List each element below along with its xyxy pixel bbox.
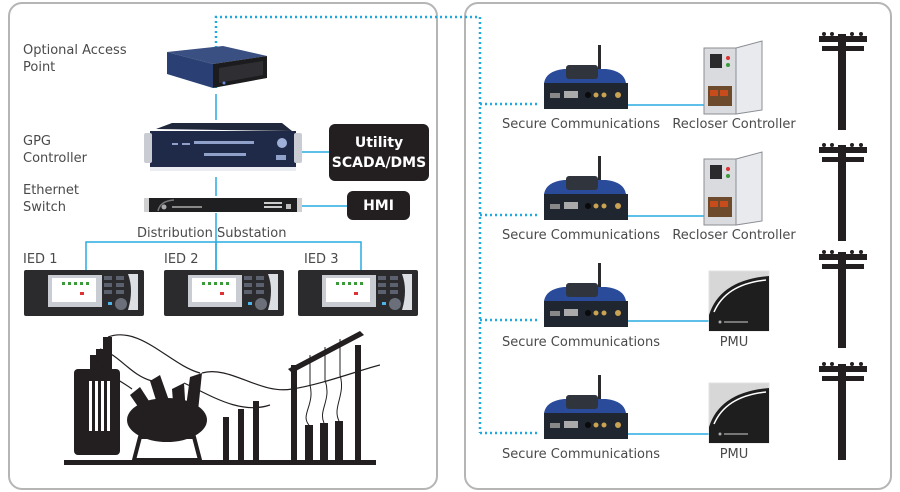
access-point-label: Optional Access Point xyxy=(23,42,127,76)
network-switch-icon xyxy=(144,198,302,212)
wireless-router-icon xyxy=(544,263,628,327)
substation-silhouette-icon xyxy=(64,331,380,465)
utility-pole-icon xyxy=(819,32,867,130)
protection-relay-icon xyxy=(164,270,284,320)
protection-relay-icon xyxy=(24,270,144,320)
access-point-label-line2: Point xyxy=(23,60,56,75)
utility-pole-icon xyxy=(819,143,867,241)
utility-pole-icon xyxy=(819,362,867,460)
rack-controller-icon xyxy=(144,123,302,171)
ethernet-switch-label: Ethernet Switch xyxy=(23,182,79,216)
access-point-label-line1: Optional Access xyxy=(23,43,127,58)
gpg-label-line2: Controller xyxy=(23,151,87,166)
ied-3-label: IED 3 xyxy=(304,252,339,267)
secure-communications-label: Secure Communications xyxy=(501,447,661,462)
protection-relay-icon xyxy=(298,270,418,320)
recloser-cabinet-icon xyxy=(703,151,763,226)
hmi-box: HMI xyxy=(347,191,410,220)
ied-1-label: IED 1 xyxy=(23,252,58,267)
distribution-substation-label: Distribution Substation xyxy=(137,226,287,241)
secure-communications-label: Secure Communications xyxy=(501,228,661,243)
switch-label-line1: Ethernet xyxy=(23,183,79,198)
field-device-label: PMU xyxy=(719,335,749,350)
wireless-router-icon xyxy=(544,156,628,220)
wireless-router-icon xyxy=(544,375,628,439)
scada-line2: SCADA/DMS xyxy=(331,154,427,171)
switch-label-line2: Switch xyxy=(23,200,66,215)
field-device-label: Recloser Controller xyxy=(672,228,796,243)
secure-communications-label: Secure Communications xyxy=(501,117,661,132)
field-device-label: Recloser Controller xyxy=(672,117,796,132)
rack-server-icon xyxy=(167,46,267,88)
field-devices-panel xyxy=(464,2,892,490)
pmu-device-icon xyxy=(708,382,770,444)
scada-line1: Utility xyxy=(354,134,404,151)
pmu-device-icon xyxy=(708,270,770,332)
scada-dms-box: Utility SCADA/DMS xyxy=(329,124,429,181)
ied-2-label: IED 2 xyxy=(164,252,199,267)
wireless-router-icon xyxy=(544,45,628,109)
gpg-controller-label: GPG Controller xyxy=(23,133,87,167)
field-device-label: PMU xyxy=(719,447,749,462)
ied-bus-link xyxy=(85,241,362,272)
utility-pole-icon xyxy=(819,250,867,348)
gpg-label-line1: GPG xyxy=(23,134,51,149)
recloser-cabinet-icon xyxy=(703,40,763,115)
secure-communications-label: Secure Communications xyxy=(501,335,661,350)
